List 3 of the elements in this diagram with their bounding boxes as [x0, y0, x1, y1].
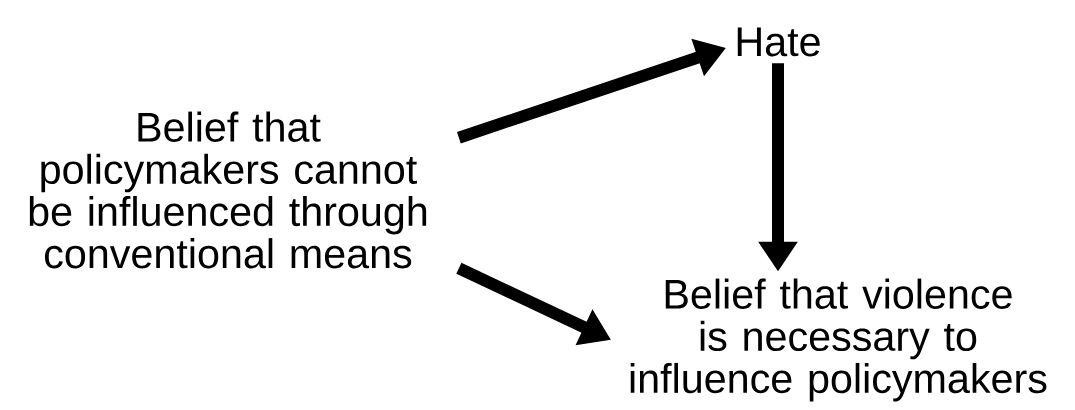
statement-text: Hate: [737, 27, 820, 57]
statement-text: Belief that violence is necessary to influence policymakers: [630, 278, 1047, 402]
statement-text: Belief that policymakers cannot be influenced through conventional means: [29, 111, 427, 269]
